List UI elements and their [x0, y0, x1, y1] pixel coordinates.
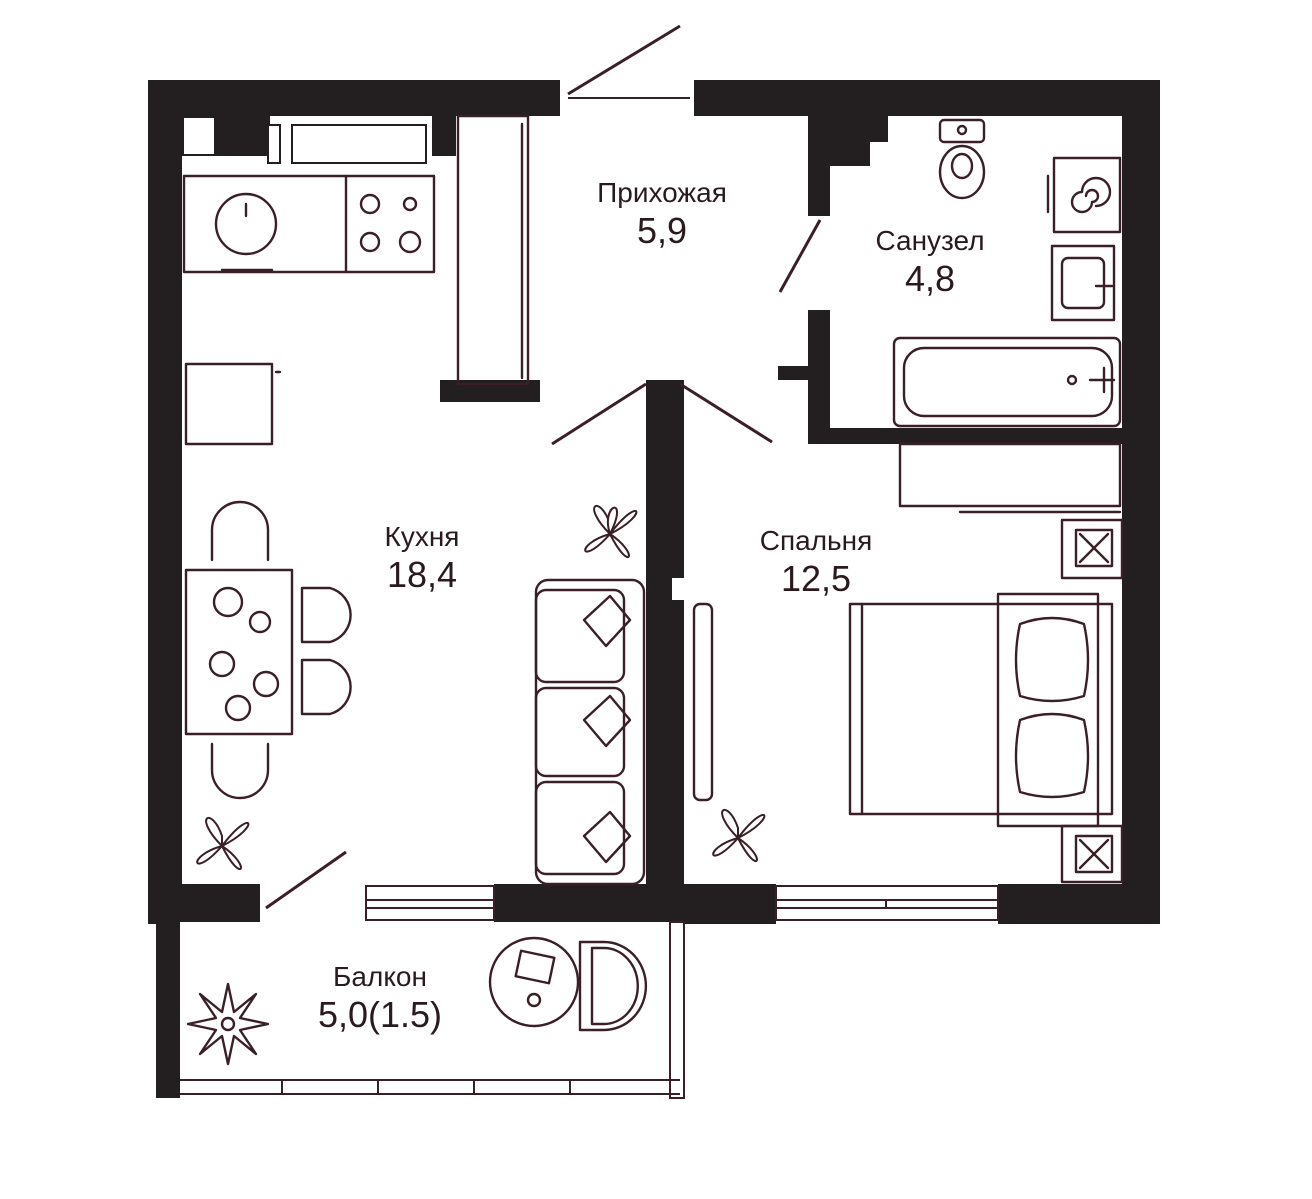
interior-walls [440, 116, 1122, 910]
balcony-area: 5,0(1.5) [317, 994, 443, 1035]
bedroom-window [775, 885, 999, 921]
kitchen-door [551, 382, 647, 446]
entrance-door [567, 24, 690, 99]
balcony [156, 921, 685, 1099]
kitchen-counter [182, 174, 436, 274]
balcony-name: Балкон [333, 961, 427, 992]
bathroom-name: Санузел [875, 225, 985, 256]
washing-machine [1046, 156, 1122, 234]
outer-walls [148, 80, 1160, 924]
wardrobe [456, 114, 530, 386]
hallway-name: Прихожая [597, 177, 727, 208]
bathroom-sink [1050, 244, 1116, 322]
kitchen-name: Кухня [384, 521, 460, 552]
bed [848, 592, 1114, 828]
balcony-door [265, 850, 347, 910]
kitchen-label: Кухня 18,4 [385, 520, 460, 596]
bedroom-name: Спальня [759, 525, 873, 556]
kitchen-top-openings [148, 116, 456, 164]
balcony-label: Балкон 5,0(1.5) [318, 960, 442, 1036]
toilet [938, 118, 986, 200]
bathroom-door [778, 219, 822, 293]
bedroom-door [679, 382, 773, 444]
hallway-area: 5,9 [636, 210, 688, 251]
bedroom-plant [712, 808, 766, 862]
bathtub [892, 336, 1122, 428]
bathroom-label: Санузел 4,8 [875, 224, 984, 300]
kitchen-window [365, 885, 495, 921]
bedroom-label: Спальня 12,5 [760, 524, 873, 600]
bathroom-area: 4,8 [904, 258, 956, 299]
hallway-label: Прихожая 5,9 [597, 176, 727, 252]
bedroom-wardrobe [898, 442, 1122, 514]
kitchen-plant-2 [196, 816, 250, 870]
sofa [534, 578, 646, 886]
nightstand-top [1060, 518, 1124, 580]
tv-unit [692, 602, 714, 802]
dining-table [184, 500, 352, 800]
kitchen-plant-1 [584, 504, 638, 558]
kitchen-area: 18,4 [386, 554, 458, 595]
bedroom-area: 12,5 [780, 558, 852, 599]
fridge [184, 362, 282, 446]
